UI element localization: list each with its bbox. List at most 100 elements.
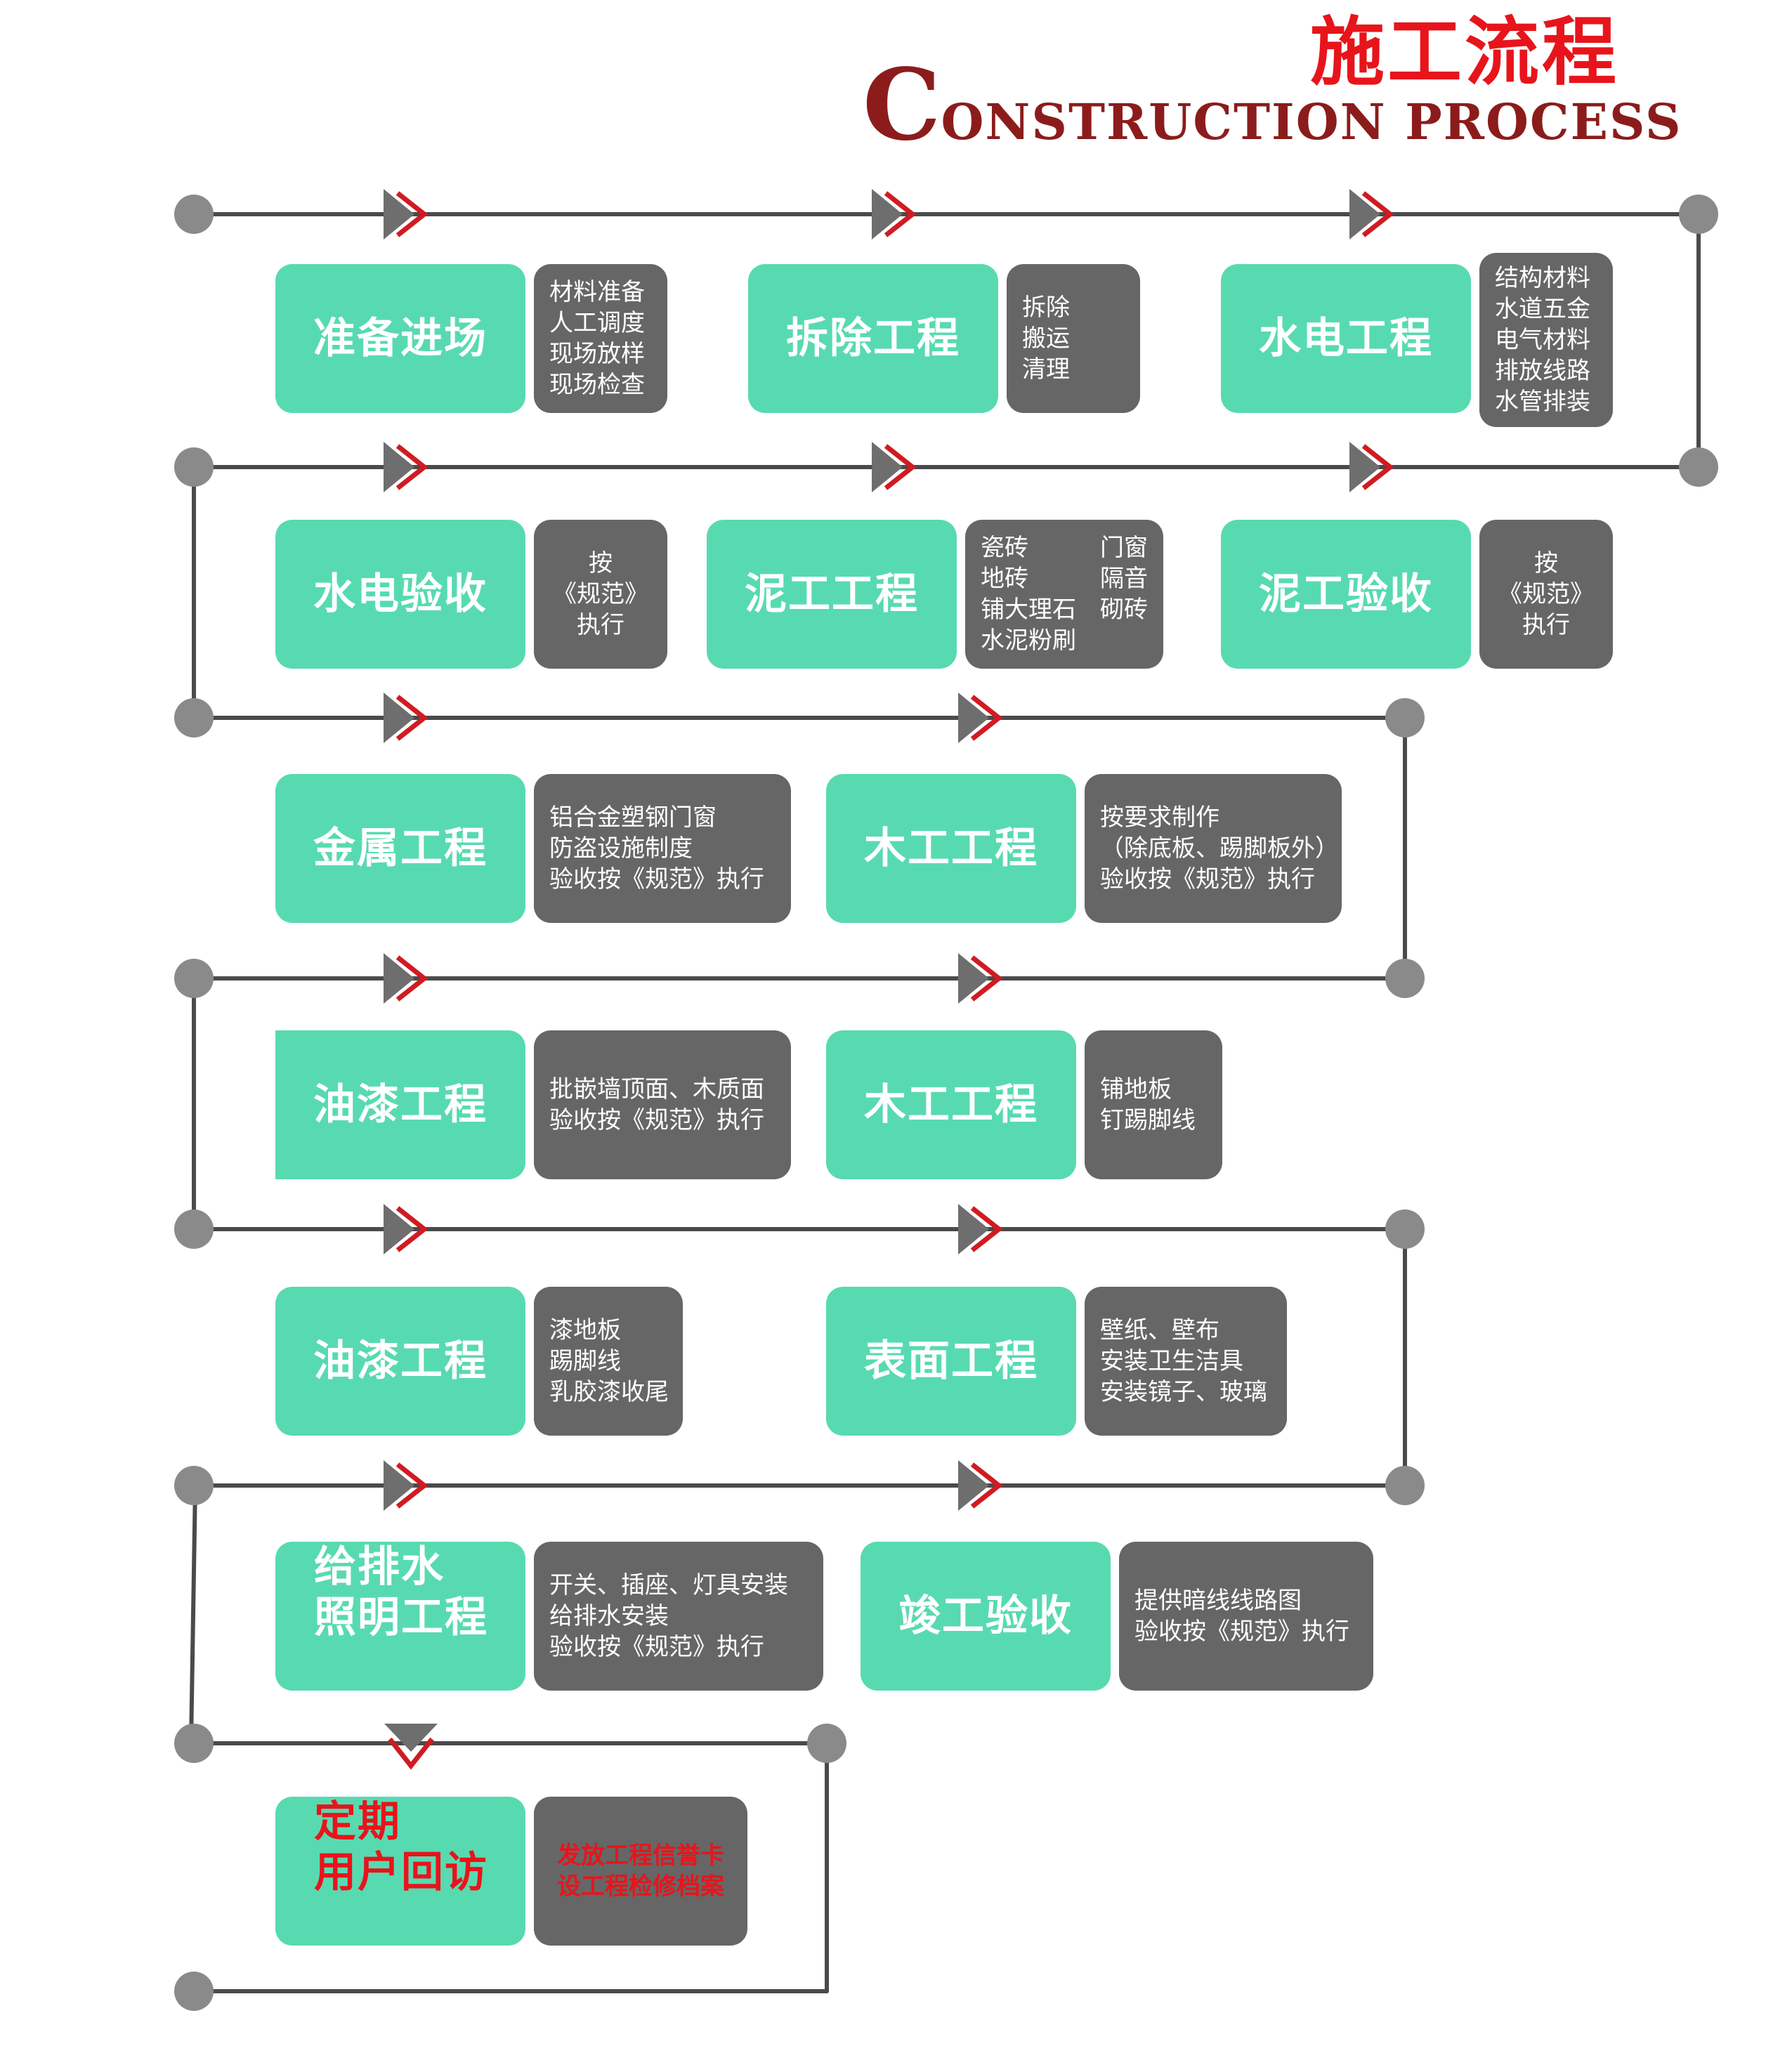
note-line: 电气材料 bbox=[1495, 326, 1590, 354]
note-line: 设工程检修档案 bbox=[557, 1873, 724, 1901]
note-demolition: 拆除 搬运 清理 bbox=[1007, 264, 1140, 413]
flow-dot bbox=[174, 1209, 214, 1249]
flow-dot bbox=[1679, 447, 1718, 487]
note-line: 验收按《规范》执行 bbox=[1134, 1618, 1349, 1646]
note-painting-1: 批嵌墙顶面、木质面 验收按《规范》执行 bbox=[534, 1030, 791, 1179]
flow-dot bbox=[1385, 698, 1425, 737]
flow-arrow-icon bbox=[958, 1204, 1003, 1254]
note-line: 漆地板 bbox=[549, 1316, 621, 1344]
note-line: 验收按《规范》执行 bbox=[1100, 865, 1315, 893]
note-line: 水道五金 bbox=[1495, 295, 1590, 323]
note-line: 执行 bbox=[1522, 611, 1570, 639]
step-demolition: 拆除工程 bbox=[748, 264, 998, 413]
note-line: 验收按《规范》执行 bbox=[549, 865, 764, 893]
note-line: 清理 bbox=[1022, 355, 1070, 383]
note-line: 踢脚线 bbox=[549, 1347, 621, 1375]
step-plumbing-electrical: 水电工程 bbox=[1221, 264, 1471, 413]
note-plumbing-inspection: 按 《规范》 执行 bbox=[534, 520, 667, 669]
note-surface: 壁纸、壁布 安装卫生洁具 安装镜子、玻璃 bbox=[1085, 1287, 1287, 1436]
flow-arrow-icon bbox=[958, 693, 1003, 743]
note-line: 给排水安装 bbox=[549, 1602, 669, 1630]
flow-arrow-icon bbox=[384, 953, 429, 1004]
step-carpentry-2: 木工工程 bbox=[826, 1030, 1076, 1179]
flow-dot bbox=[807, 1724, 846, 1763]
flow-dot bbox=[174, 1972, 214, 2011]
flow-dot bbox=[174, 1466, 214, 1505]
note-line: 隔音 bbox=[1100, 565, 1148, 593]
note-line: 材料准备 bbox=[549, 278, 645, 306]
flow-dot bbox=[1385, 1466, 1425, 1505]
note-line: 现场检查 bbox=[549, 371, 645, 399]
flow-arrow-icon bbox=[1349, 189, 1394, 240]
note-masonry-inspection: 按 《规范》 执行 bbox=[1479, 520, 1613, 669]
flow-arrow-icon bbox=[958, 953, 1003, 1004]
note-line: 铺大理石 bbox=[981, 596, 1076, 624]
note-line: 拆除 bbox=[1022, 294, 1070, 322]
flow-arrow-icon bbox=[872, 442, 917, 492]
step-water-lighting: 给排水 照明工程 bbox=[275, 1542, 525, 1691]
flow-arrow-icon bbox=[384, 1204, 429, 1254]
note-line: 按 bbox=[589, 549, 613, 577]
note-line: 防盗设施制度 bbox=[549, 834, 693, 863]
step-label: 木工工程 bbox=[864, 1080, 1038, 1129]
note-line: 发放工程信誉卡 bbox=[557, 1842, 724, 1870]
flow-dot bbox=[174, 1724, 214, 1763]
note-line: 门窗 bbox=[1100, 534, 1148, 562]
flow-arrow-icon bbox=[1349, 442, 1394, 492]
flow-arrow-icon bbox=[958, 1460, 1003, 1511]
step-label: 木工工程 bbox=[864, 824, 1038, 873]
note-follow-up: 发放工程信誉卡 设工程检修档案 bbox=[534, 1797, 747, 1946]
step-masonry-inspection: 泥工验收 bbox=[1221, 520, 1471, 669]
note-line: 铝合金塑钢门窗 bbox=[549, 804, 717, 832]
step-plumbing-inspection: 水电验收 bbox=[275, 520, 525, 669]
step-label: 金属工程 bbox=[313, 824, 488, 873]
note-line: 砌砖 bbox=[1100, 596, 1148, 624]
step-label: 水电验收 bbox=[313, 570, 488, 619]
note-line: 按 bbox=[1534, 549, 1558, 577]
note-line: 现场放样 bbox=[549, 340, 645, 368]
note-line: 《规范》 bbox=[1498, 580, 1594, 608]
flow-arrow-icon bbox=[872, 189, 917, 240]
note-line: 提供暗线线路图 bbox=[1134, 1587, 1302, 1615]
step-metal: 金属工程 bbox=[275, 774, 525, 923]
note-metal: 铝合金塑钢门窗 防盗设施制度 验收按《规范》执行 bbox=[534, 774, 791, 923]
flow-dot bbox=[174, 447, 214, 487]
note-prepare: 材料准备 人工调度 现场放样 现场检查 bbox=[534, 264, 667, 413]
step-label: 油漆工程 bbox=[313, 1080, 488, 1129]
step-label-line2: 用户回访 bbox=[314, 1848, 488, 1897]
note-line: 铺地板 bbox=[1100, 1075, 1172, 1103]
note-plumbing-electrical: 结构材料 水道五金 电气材料 排放线路 水管排装 bbox=[1479, 253, 1613, 427]
note-line: 排放线路 bbox=[1495, 357, 1590, 385]
note-line: 钉踢脚线 bbox=[1100, 1106, 1196, 1134]
step-label: 拆除工程 bbox=[786, 314, 960, 363]
flow-arrow-icon bbox=[384, 1460, 429, 1511]
note-line: 验收按《规范》执行 bbox=[549, 1633, 764, 1661]
note-carpentry-1: 按要求制作 （除底板、踢脚板外） 验收按《规范》执行 bbox=[1085, 774, 1342, 923]
step-prepare: 准备进场 bbox=[275, 264, 525, 413]
title-english-initial: C bbox=[863, 48, 941, 163]
note-line: 《规范》 bbox=[553, 580, 648, 608]
step-painting-2: 油漆工程 bbox=[275, 1287, 525, 1436]
step-masonry: 泥工工程 bbox=[707, 520, 957, 669]
step-label: 给排水 bbox=[314, 1542, 445, 1592]
note-line: 执行 bbox=[577, 611, 624, 639]
note-line: 壁纸、壁布 bbox=[1100, 1316, 1219, 1344]
note-line bbox=[1095, 625, 1148, 656]
step-label: 水电工程 bbox=[1259, 314, 1433, 363]
note-line: 开关、插座、灯具安装 bbox=[549, 1571, 788, 1599]
flow-dot bbox=[174, 959, 214, 998]
flow-dot bbox=[1679, 195, 1718, 234]
note-line: 乳胶漆收尾 bbox=[549, 1378, 669, 1406]
flow-arrow-down-icon bbox=[384, 1724, 438, 1770]
note-painting-2: 漆地板 踢脚线 乳胶漆收尾 bbox=[534, 1287, 683, 1436]
step-label-line2: 照明工程 bbox=[314, 1593, 488, 1642]
note-line: （除底板、踢脚板外） bbox=[1100, 834, 1339, 863]
step-label: 竣工验收 bbox=[898, 1592, 1073, 1641]
note-line: 安装卫生洁具 bbox=[1100, 1347, 1243, 1375]
flow-arrow-icon bbox=[384, 693, 429, 743]
note-water-lighting: 开关、插座、灯具安装 给排水安装 验收按《规范》执行 bbox=[534, 1542, 823, 1691]
step-label: 泥工工程 bbox=[745, 570, 919, 619]
step-carpentry-1: 木工工程 bbox=[826, 774, 1076, 923]
flow-dot bbox=[1385, 959, 1425, 998]
